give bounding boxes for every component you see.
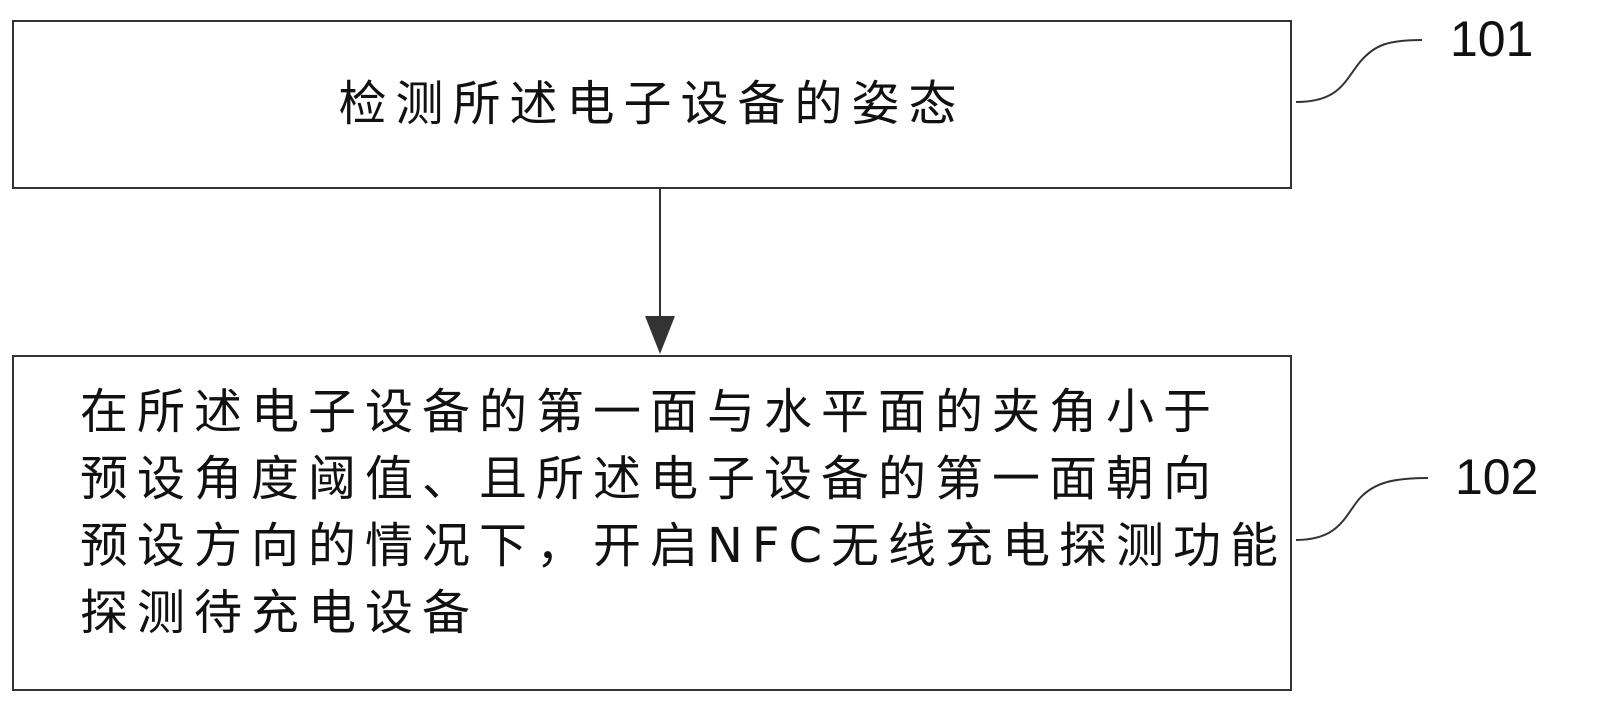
step-box-102: 在所述电子设备的第一面与水平面的夹角小于 预设角度阈值、且所述电子设备的第一面朝…: [12, 355, 1292, 691]
step-text: 检测所述电子设备的姿态: [338, 76, 966, 132]
step-box-101: 检测所述电子设备的姿态: [12, 20, 1292, 189]
flow-arrowhead: [645, 316, 675, 354]
leader-line-102: [1295, 477, 1429, 541]
step-text-line: 在所述电子设备的第一面与水平面的夹角小于: [80, 384, 1221, 440]
step-text-line: 预设角度阈值、且所述电子设备的第一面朝向: [80, 451, 1221, 507]
step-label-102: 102: [1455, 449, 1539, 505]
step-text-line: 探测待充电设备: [80, 585, 480, 641]
step-text-line: 预设方向的情况下，开启NFC无线充电探测功能: [80, 518, 1288, 574]
step-label-101: 101: [1450, 11, 1534, 67]
leader-line-101: [1295, 39, 1423, 103]
